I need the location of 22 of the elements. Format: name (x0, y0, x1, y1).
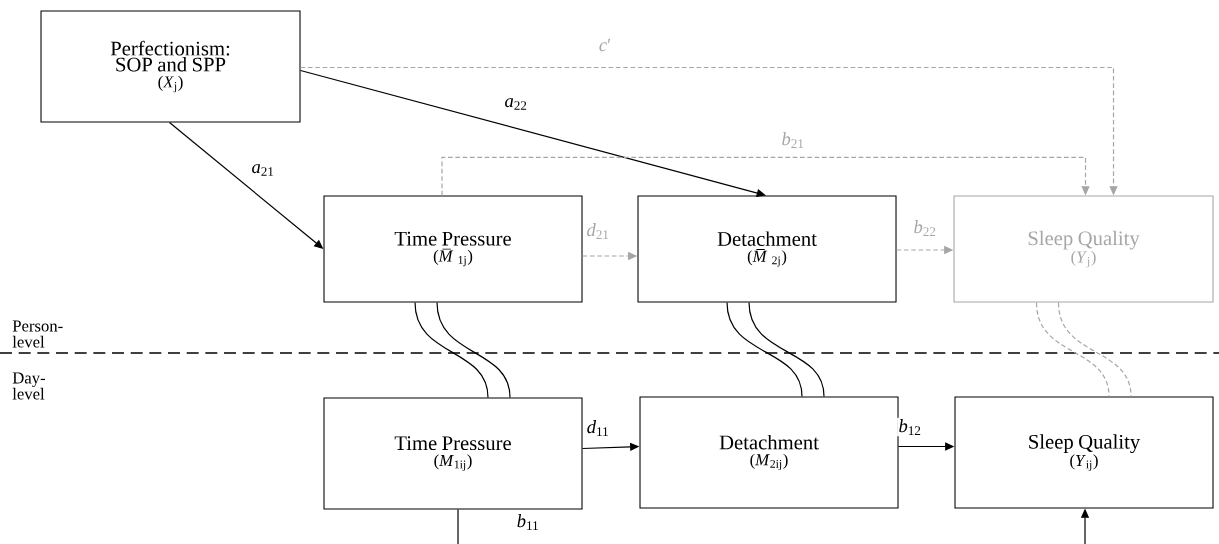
edge-label: a$_{22}$ (503, 96, 529, 112)
edge-label: b$_{11}$ (515, 512, 541, 532)
double-connector (726, 301, 825, 398)
arrow (441, 156, 1090, 197)
variable-box: Sleep Quality (Y$_{ij}$) (954, 396, 1214, 509)
edge-label: b$_{12}$ (897, 417, 923, 437)
edge-label: b$_{22}$ (912, 218, 938, 238)
edge-label: b$_{21}$ (780, 130, 806, 150)
double-connector (1035, 301, 1132, 398)
edge-label: a$_{21}$ (250, 162, 276, 178)
edge-label: c′ (597, 37, 613, 53)
double-connector (414, 301, 511, 399)
edge-label: d$_{21}$ (585, 221, 611, 241)
variable-box: Detachment (M$_{2ij}$) (639, 396, 899, 509)
level-label: Day-level (12, 372, 45, 400)
level-label: Person-level (12, 320, 63, 348)
variable-box: Perfectionism: SOP and SPP (X$_{j}$) (40, 10, 301, 123)
variable-box: Time Pressure (M$_{1ij}$) (323, 397, 583, 510)
variable-box: Sleep Quality (Y$_{j}$) (953, 195, 1214, 303)
variable-box: Detachment (M̅$_{2j}$) (637, 195, 897, 303)
edge-label: d$_{11}$ (585, 418, 611, 438)
variable-box: Time Pressure (M̅$_{1j}$) (323, 195, 583, 303)
